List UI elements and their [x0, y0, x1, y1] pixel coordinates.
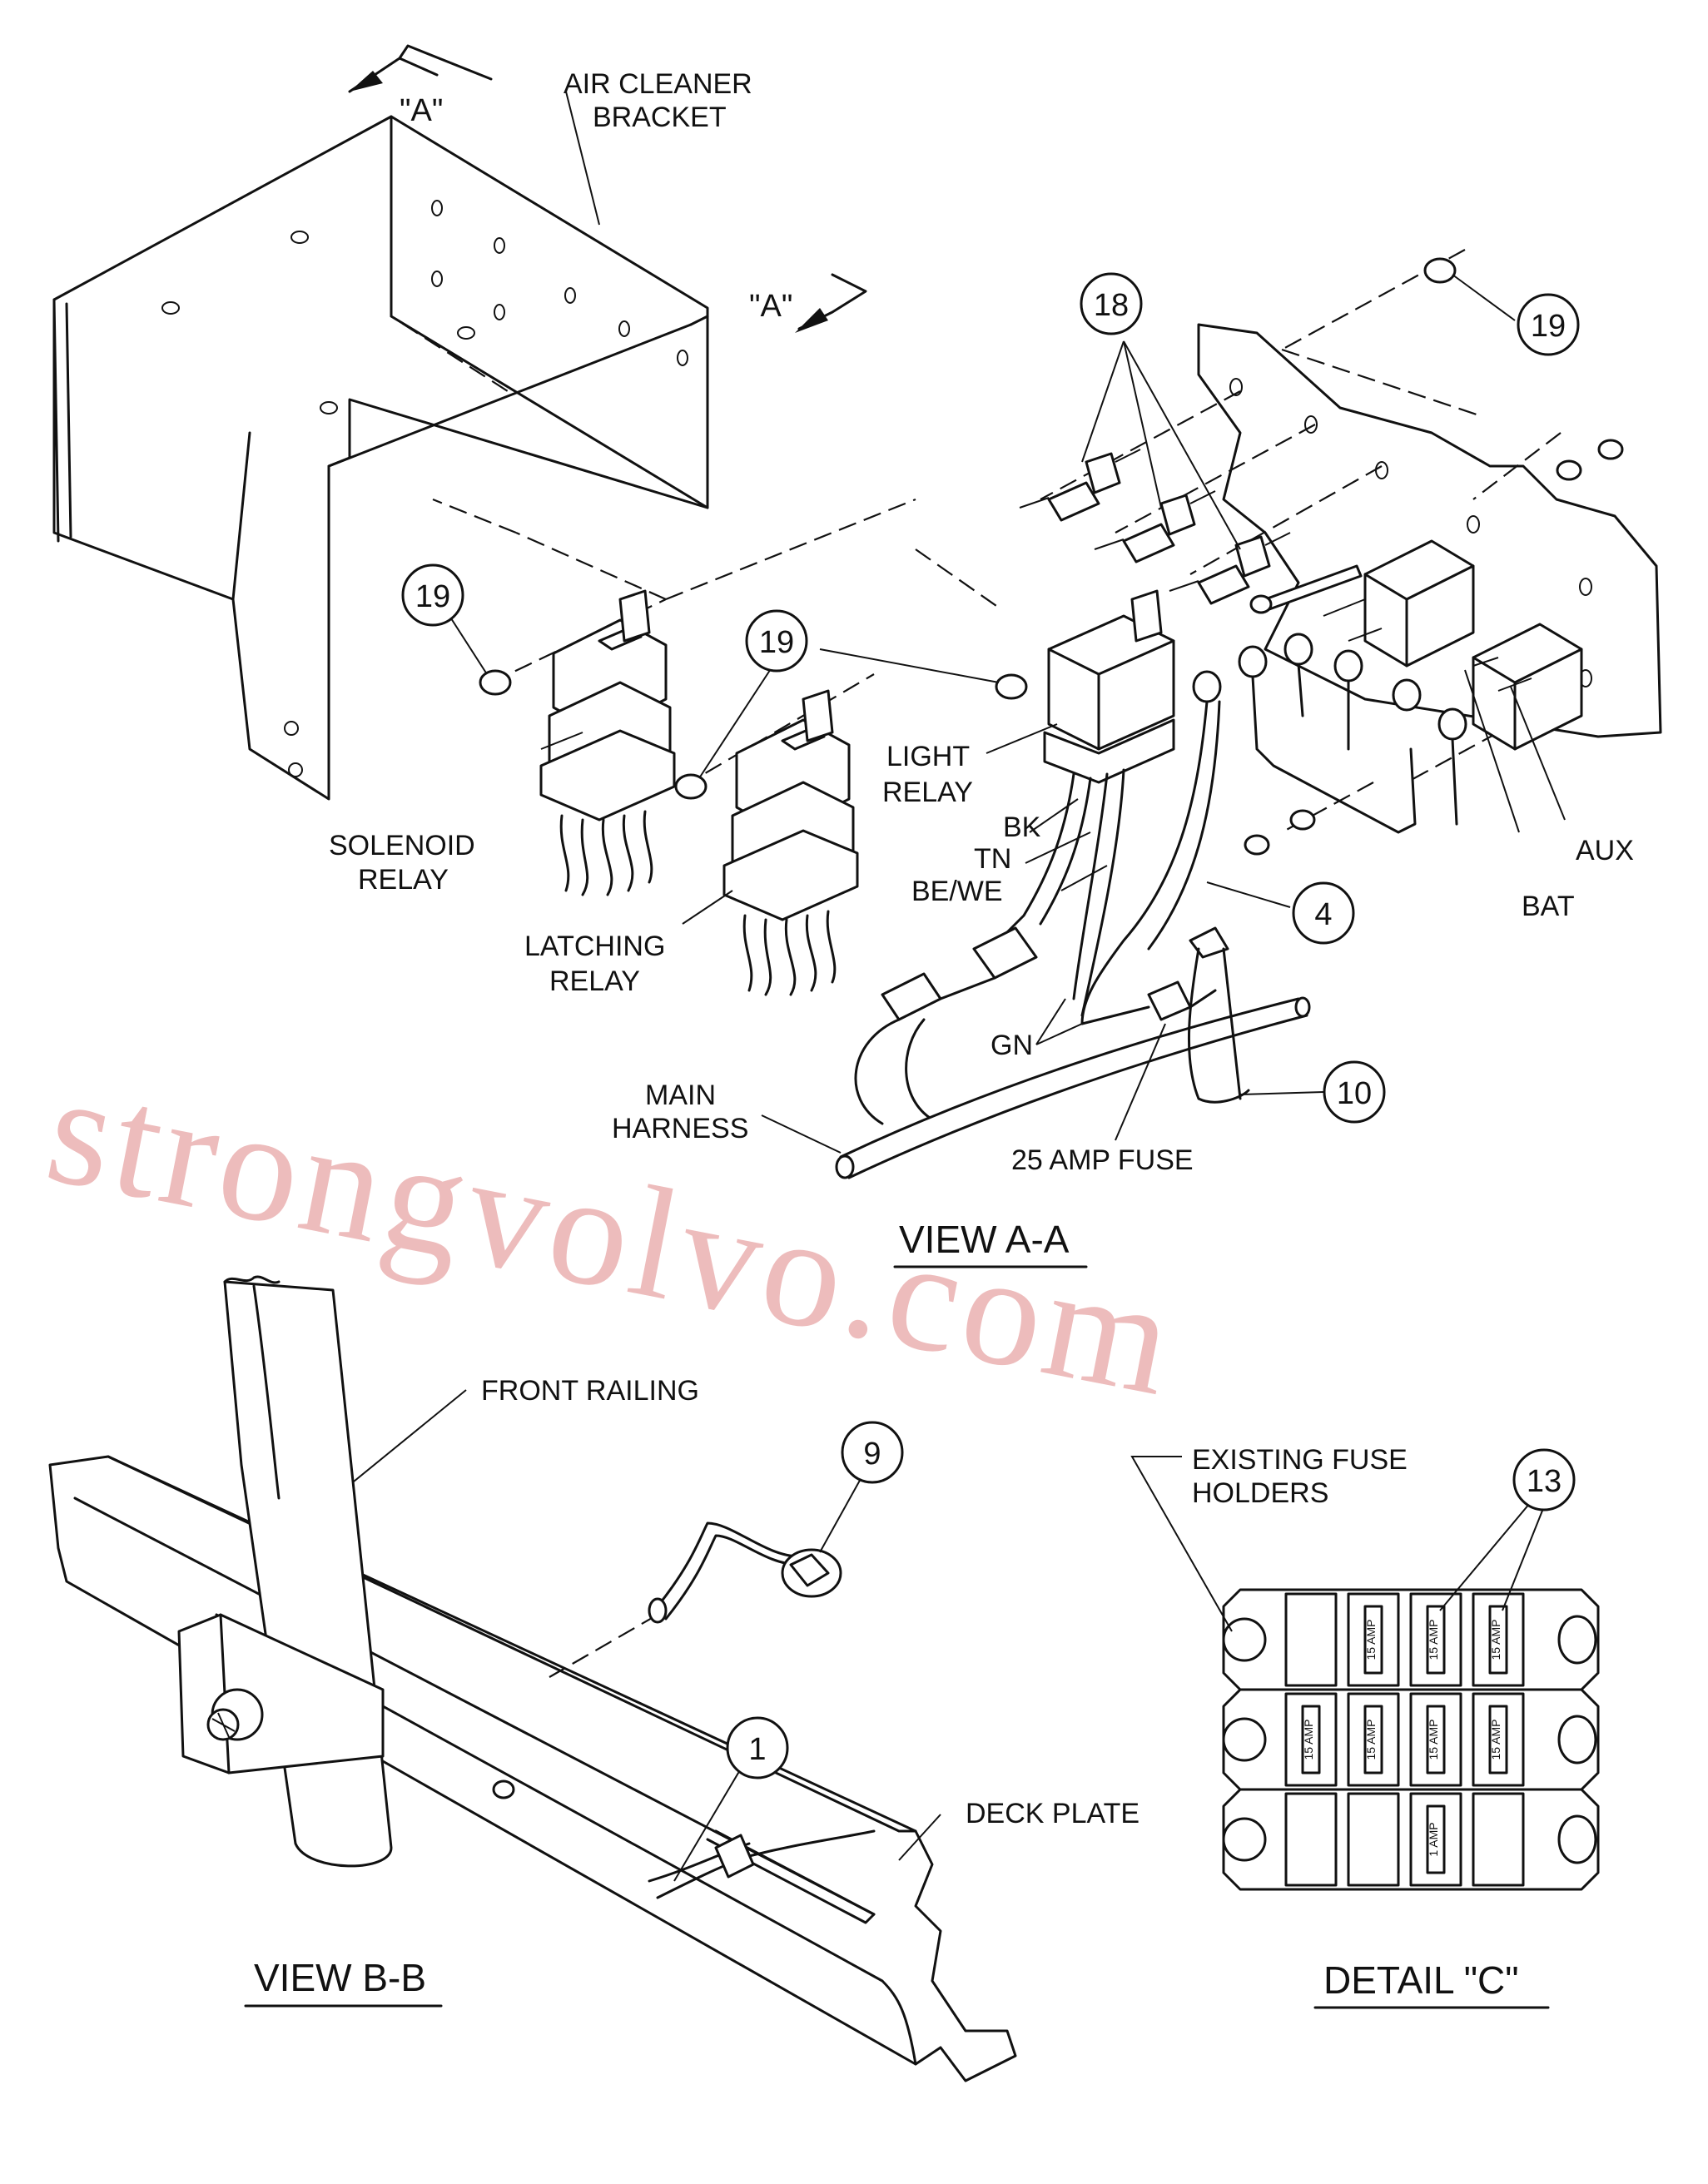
existing-fuse-label-1: EXISTING FUSE	[1192, 1444, 1408, 1476]
standoff-3	[1169, 532, 1291, 605]
view-a-marker-right: "A"	[749, 273, 867, 333]
wire-bewe-label: BE/WE	[911, 876, 1003, 907]
main-harness-label-1: MAIN	[645, 1080, 716, 1111]
svg-text:VIEW B-B: VIEW B-B	[254, 1956, 426, 1999]
view-aa-title: VIEW A-A	[893, 1218, 1088, 1268]
svg-text:19: 19	[1531, 309, 1566, 344]
callout-4: 4	[1292, 881, 1355, 945]
leaders-view-aa	[449, 274, 1566, 1154]
callout-1: 1	[726, 1716, 789, 1779]
air-cleaner-bracket-label-2: BRACKET	[593, 102, 727, 133]
air-cleaner-bracket-label-1: AIR CLEANER	[564, 68, 752, 100]
deck-plate-label: DECK PLATE	[966, 1798, 1139, 1829]
light-relay-label-2: RELAY	[882, 777, 973, 808]
callout-19-right: 19	[1517, 293, 1580, 356]
view-bb-title: VIEW B-B	[244, 1956, 443, 2008]
solenoid-relay-label-2: RELAY	[358, 864, 449, 896]
air-cleaner-bracket	[52, 91, 709, 801]
harness-view-bb	[549, 1521, 876, 1899]
svg-text:15 AMP: 15 AMP	[1302, 1719, 1315, 1760]
latching-relay-label-1: LATCHING	[524, 931, 665, 962]
solenoid-relay-label-1: SOLENOID	[329, 830, 475, 861]
view-marker-top-label: "A"	[400, 93, 443, 128]
latching-relay-label-2: RELAY	[549, 965, 640, 997]
aux-label: AUX	[1576, 835, 1634, 866]
breaker-aux	[1472, 623, 1583, 751]
wire-gn-label: GN	[991, 1030, 1033, 1061]
nut-19-right	[1423, 257, 1457, 284]
svg-text:15 AMP: 15 AMP	[1427, 1719, 1440, 1760]
main-harness-label-2: HARNESS	[612, 1113, 748, 1144]
standoff-1	[1019, 449, 1141, 522]
svg-text:VIEW A-A: VIEW A-A	[899, 1218, 1070, 1261]
svg-text:19: 19	[759, 625, 794, 660]
callout-19-left: 19	[401, 563, 464, 627]
svg-text:DETAIL "C": DETAIL "C"	[1323, 1958, 1519, 2002]
view-marker-right-label: "A"	[749, 289, 792, 324]
fuse-holder-row-3: 1 AMP	[1222, 1788, 1600, 1891]
ring-terminals	[1192, 633, 1467, 834]
svg-text:19: 19	[415, 579, 450, 614]
svg-text:1 AMP: 1 AMP	[1427, 1822, 1440, 1856]
fuse-holder-row-1: 15 AMP 15 AMP 15 AMP	[1222, 1588, 1600, 1691]
svg-text:9: 9	[863, 1437, 881, 1472]
callout-13: 13	[1512, 1448, 1576, 1511]
leaders-view-bb	[353, 1389, 941, 1882]
fuse-25-label: 25 AMP FUSE	[1011, 1144, 1194, 1176]
svg-text:4: 4	[1314, 897, 1332, 932]
deck-plate	[48, 1455, 1017, 2082]
callout-19-mid: 19	[745, 609, 808, 673]
callout-9: 9	[841, 1421, 904, 1484]
svg-text:15 AMP: 15 AMP	[1364, 1719, 1378, 1760]
bolt	[1249, 564, 1363, 614]
leaders-detail-c	[1130, 1456, 1545, 1632]
view-a-marker-top: "A"	[348, 44, 493, 128]
breaker-bat	[1323, 539, 1475, 668]
svg-text:10: 10	[1337, 1076, 1372, 1111]
existing-fuse-label-2: HOLDERS	[1192, 1477, 1328, 1509]
fuse-holder-row-2: 15 AMP 15 AMP 15 AMP 15 AMP	[1222, 1688, 1600, 1791]
standoff-2	[1094, 490, 1216, 563]
svg-text:1: 1	[748, 1732, 766, 1767]
svg-text:15 AMP: 15 AMP	[1427, 1619, 1440, 1660]
wire-4	[1080, 700, 1221, 1025]
wire-bk-label: BK	[1003, 812, 1041, 843]
mounting-plate	[1197, 323, 1662, 738]
bat-label: BAT	[1522, 891, 1575, 922]
latching-relay	[722, 689, 859, 996]
fuse-holders: 15 AMP 15 AMP 15 AMP 15 AMP 15 AMP 15 AM…	[1222, 1588, 1600, 1891]
detail-c-title: DETAIL "C"	[1313, 1958, 1550, 2009]
nut-19-left	[479, 669, 512, 696]
callout-18: 18	[1080, 272, 1143, 335]
svg-text:15 AMP: 15 AMP	[1364, 1619, 1378, 1660]
wire-tn-label: TN	[974, 843, 1011, 875]
nuts	[479, 257, 1624, 856]
nut-19-light	[995, 673, 1028, 700]
mounting-block	[177, 1613, 385, 1774]
front-railing-label: FRONT RAILING	[481, 1375, 699, 1407]
callout-10: 10	[1323, 1060, 1386, 1124]
svg-text:18: 18	[1094, 288, 1129, 323]
svg-text:13: 13	[1527, 1464, 1562, 1499]
clamp	[1187, 947, 1250, 1104]
solenoid-relay	[539, 589, 676, 896]
nut-19-mid	[674, 773, 708, 800]
svg-text:15 AMP: 15 AMP	[1489, 1719, 1502, 1760]
standoffs	[1019, 449, 1291, 605]
grommet	[781, 1548, 842, 1598]
light-relay-label-1: LIGHT	[886, 741, 970, 772]
light-relay	[997, 589, 1175, 1017]
svg-text:15 AMP: 15 AMP	[1489, 1619, 1502, 1660]
